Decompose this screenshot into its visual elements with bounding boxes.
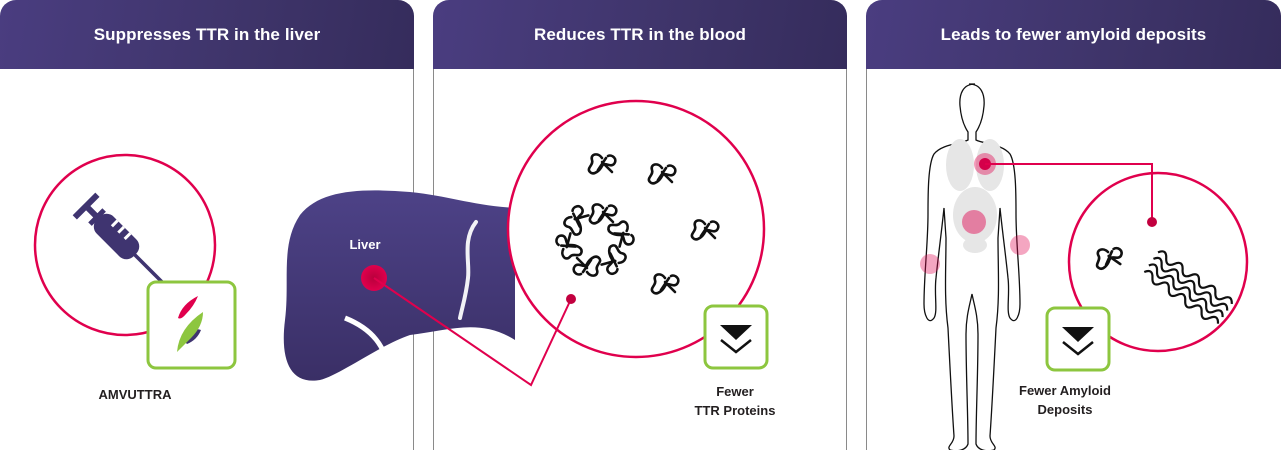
connector-dot <box>566 294 576 304</box>
panel-reduce-blood: Reduces TTR in the blood <box>433 0 847 450</box>
divider <box>866 69 867 450</box>
panel-title: Suppresses TTR in the liver <box>93 24 321 44</box>
panel-title: Reduces TTR in the blood <box>533 24 747 44</box>
connector-line <box>373 277 572 387</box>
result-line: Deposits <box>1037 402 1093 417</box>
divider <box>846 69 847 450</box>
deposit-circle <box>1067 171 1249 353</box>
human-body-icon <box>923 83 1021 450</box>
panel-header: Reduces TTR in the blood <box>433 0 847 69</box>
syringe-icon <box>72 192 164 284</box>
result-label: Fewer Amyloid Deposits <box>1000 381 1130 419</box>
panel-header: Suppresses TTR in the liver <box>0 0 414 69</box>
organ-label: Liver <box>349 237 381 252</box>
panel-title: Leads to fewer amyloid deposits <box>940 24 1207 44</box>
amyloid-fibril-icon <box>1093 244 1233 324</box>
organs <box>946 139 1004 253</box>
connector-dot <box>1147 217 1157 227</box>
result-line: Fewer Amyloid <box>1019 383 1111 398</box>
decrease-chevron-icon <box>1045 306 1111 372</box>
connector-line <box>985 163 1153 222</box>
panel-amyloid: Leads to fewer amyloid deposits <box>866 0 1281 450</box>
result-line: TTR Proteins <box>694 403 776 418</box>
blood-circle <box>506 99 766 359</box>
decrease-chevron-icon <box>703 304 769 370</box>
amvuttra-logo-icon <box>146 280 237 370</box>
panel-suppress-liver: Suppresses TTR in the liver <box>0 0 414 450</box>
liver-illustration <box>283 190 515 381</box>
product-label: AMVUTTRA <box>98 387 172 402</box>
result-line: Fewer <box>716 384 754 399</box>
result-label: Fewer TTR Proteins <box>680 382 790 420</box>
panel-header: Leads to fewer amyloid deposits <box>866 0 1281 69</box>
